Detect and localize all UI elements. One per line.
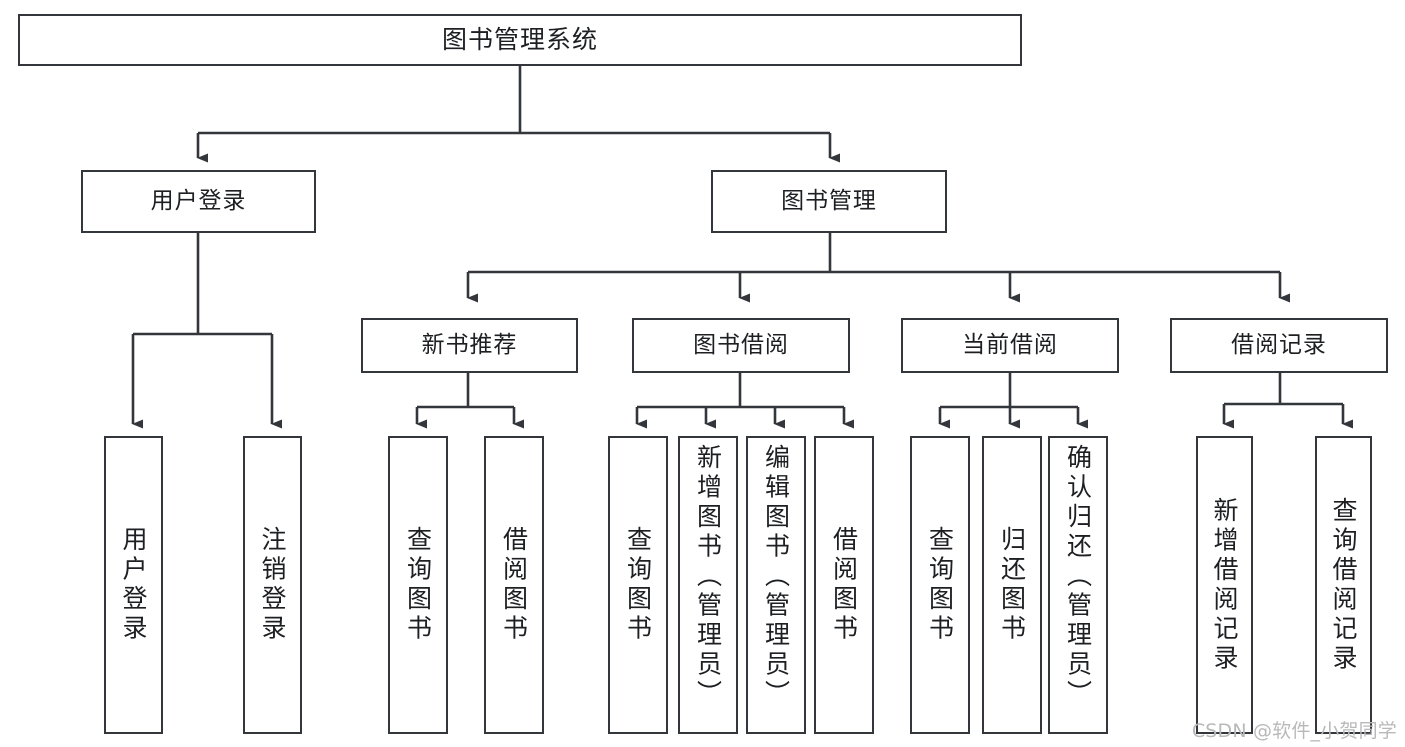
node-leaf-confirm-return-admin[interactable]: 确认归还（管理员） (1048, 436, 1108, 734)
node-book-management[interactable]: 图书管理 (711, 170, 947, 233)
node-label: 新增图书（管理员） (693, 444, 723, 710)
node-leaf-logout[interactable]: 注销登录 (243, 436, 302, 734)
node-leaf-borrow-book-recommend[interactable]: 借阅图书 (484, 436, 544, 734)
csdn-watermark: CSDN @软件_小贺同学 (1191, 720, 1397, 742)
node-label: 查询图书 (925, 526, 955, 644)
node-label: 图书借阅 (693, 331, 789, 358)
node-label: 借阅图书 (829, 526, 859, 644)
node-new-book-recommendation[interactable]: 新书推荐 (361, 318, 578, 373)
node-label: 归还图书 (997, 526, 1027, 644)
node-current-borrowing[interactable]: 当前借阅 (901, 318, 1119, 373)
node-leaf-query-book[interactable]: 查询图书 (608, 436, 668, 734)
node-label: 借阅记录 (1231, 331, 1327, 358)
node-label: 图书管理 (781, 187, 877, 214)
node-leaf-return-book[interactable]: 归还图书 (982, 436, 1042, 734)
node-label: 当前借阅 (962, 331, 1058, 358)
node-label: 注销登录 (258, 526, 287, 644)
node-leaf-query-book-current[interactable]: 查询图书 (910, 436, 970, 734)
node-label: 查询图书 (403, 526, 433, 644)
node-leaf-user-login[interactable]: 用户登录 (104, 436, 163, 734)
node-label: 图书管理系统 (441, 25, 598, 55)
node-label: 用户登录 (150, 187, 247, 214)
node-label: 确认归还（管理员） (1063, 444, 1093, 710)
node-root-book-management-system[interactable]: 图书管理系统 (18, 14, 1022, 66)
node-leaf-edit-book-admin[interactable]: 编辑图书（管理员） (746, 436, 806, 734)
node-leaf-lend-book[interactable]: 借阅图书 (814, 436, 874, 734)
node-label: 借阅图书 (499, 526, 529, 644)
node-label: 新增借阅记录 (1210, 496, 1239, 674)
node-book-borrowing[interactable]: 图书借阅 (632, 318, 850, 373)
node-leaf-add-borrow-record[interactable]: 新增借阅记录 (1196, 436, 1253, 734)
node-label: 查询图书 (623, 526, 653, 644)
node-label: 编辑图书（管理员） (761, 444, 791, 710)
node-leaf-add-book-admin[interactable]: 新增图书（管理员） (678, 436, 738, 734)
node-borrowing-record[interactable]: 借阅记录 (1170, 318, 1388, 373)
node-leaf-query-book-recommend[interactable]: 查询图书 (388, 436, 448, 734)
node-user-login[interactable]: 用户登录 (81, 170, 316, 233)
node-label: 查询借阅记录 (1329, 496, 1358, 674)
node-label: 新书推荐 (421, 331, 518, 358)
node-label: 用户登录 (119, 526, 148, 644)
node-leaf-query-borrow-record[interactable]: 查询借阅记录 (1315, 436, 1372, 734)
